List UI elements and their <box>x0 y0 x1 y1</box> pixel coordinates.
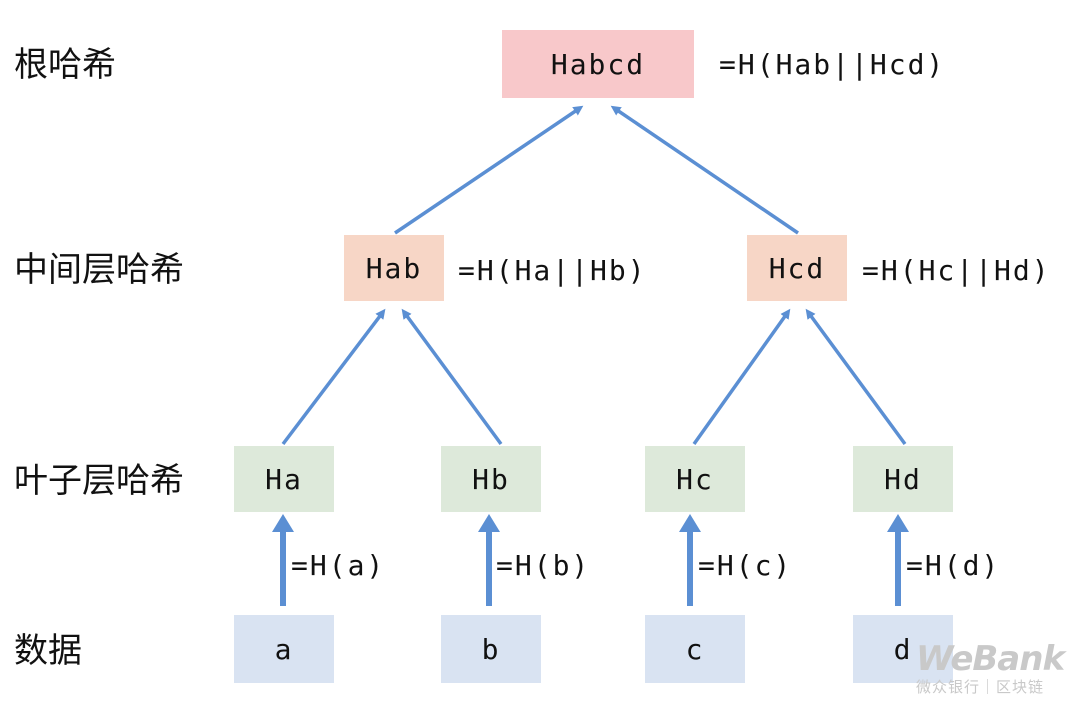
middle-hash-formula-cd: =H(Hc||Hd) <box>862 254 1051 287</box>
level-label-middle: 中间层哈希 <box>14 250 184 290</box>
arrow-hcd-to-root <box>610 105 799 235</box>
level-label-data: 数据 <box>14 631 82 671</box>
middle-hash-formula-ab: =H(Ha||Hb) <box>458 254 647 287</box>
root-hash-node: Habcd <box>502 30 694 98</box>
level-label-root: 根哈希 <box>14 45 116 85</box>
leaf-hash-node-d: Hd <box>853 446 953 512</box>
data-block-c: c <box>645 615 745 683</box>
arrowhead-d <box>887 514 909 532</box>
root-hash-formula: =H(Hab||Hcd) <box>719 48 946 81</box>
data-block-d: d <box>853 615 953 683</box>
arrow-hd-to-hcd <box>805 308 907 446</box>
leaf-hash-formula-c: =H(c) <box>698 549 793 582</box>
arrow-hb-to-hab <box>401 308 503 446</box>
leaf-hash-formula-a: =H(a) <box>291 549 386 582</box>
leaf-hash-node-a: Ha <box>234 446 334 512</box>
arrow-ha-to-hab <box>281 308 386 446</box>
data-block-b: b <box>441 615 541 683</box>
leaf-hash-formula-b: =H(b) <box>496 549 591 582</box>
arrowhead-c <box>679 514 701 532</box>
leaf-hash-node-b: Hb <box>441 446 541 512</box>
webank-subtitle: 微众银行｜区块链 <box>916 678 1045 696</box>
leaf-hash-formula-d: =H(d) <box>906 549 1001 582</box>
data-block-a: a <box>234 615 334 683</box>
level-label-leaf: 叶子层哈希 <box>14 461 184 501</box>
arrow-hab-to-root <box>394 105 584 235</box>
arrow-hc-to-hcd <box>692 308 791 446</box>
arrowhead-a <box>272 514 294 532</box>
arrowhead-b <box>478 514 500 532</box>
middle-hash-node-cd: Hcd <box>747 235 847 301</box>
leaf-hash-node-c: Hc <box>645 446 745 512</box>
middle-hash-node-ab: Hab <box>344 235 444 301</box>
webank-logo: WeBank <box>916 639 1065 679</box>
webank-watermark: WeBank 微众银行｜区块链 <box>916 639 1065 696</box>
